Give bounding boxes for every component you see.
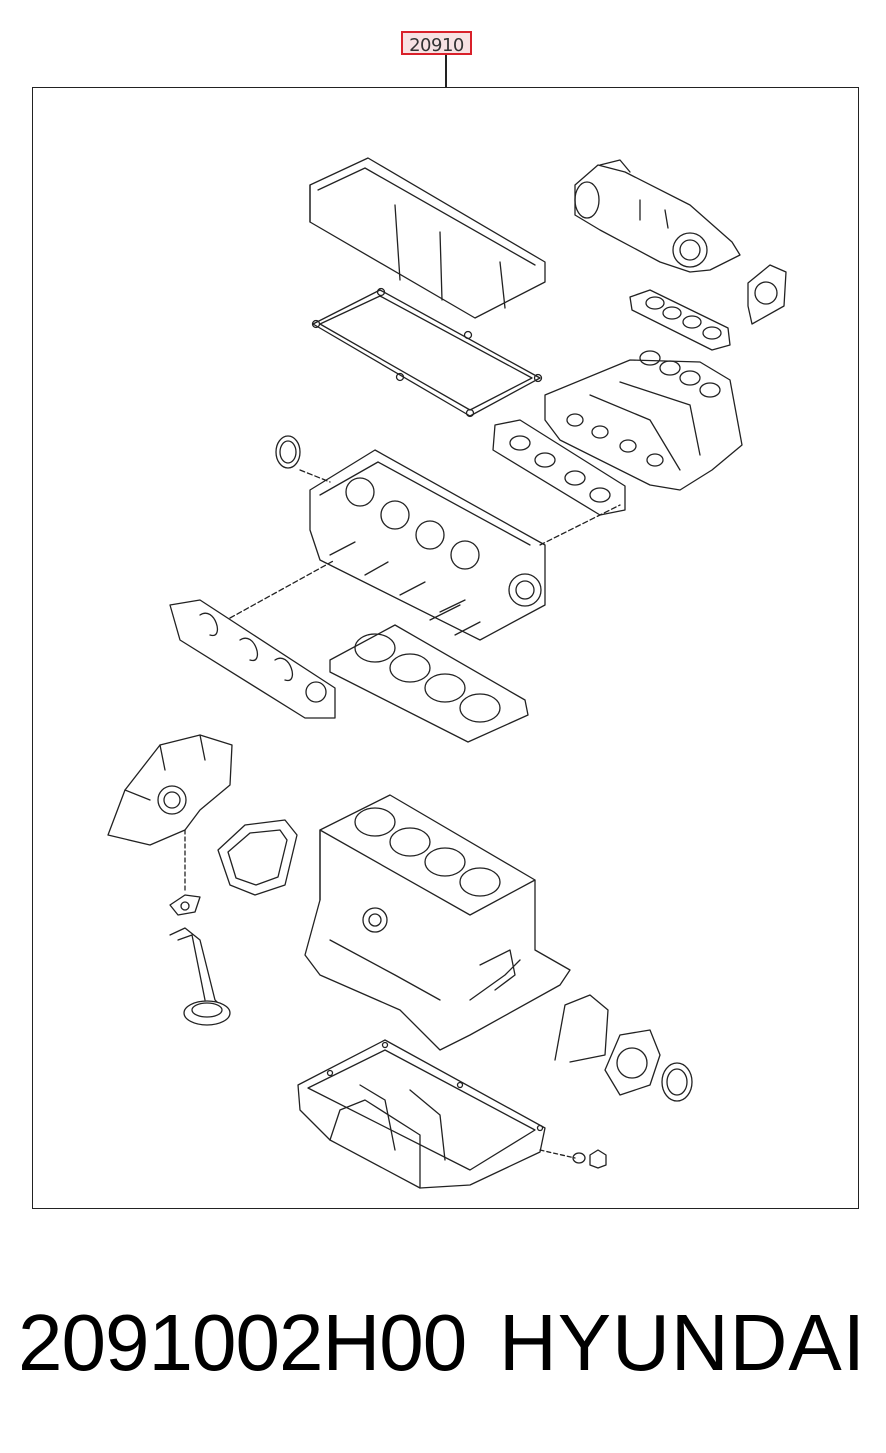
oil-pump[interactable] (107, 734, 233, 846)
plenum-gasket[interactable] (629, 289, 731, 351)
strainer-gasket[interactable] (169, 894, 201, 916)
timing-cover-gasket[interactable] (554, 994, 609, 1063)
part-number: 2091002H00 (18, 1298, 467, 1387)
leader-dash (539, 504, 621, 546)
diagram-frame (32, 87, 859, 1209)
oil-strainer[interactable] (169, 927, 231, 1026)
drain-washer[interactable] (572, 1152, 586, 1164)
rear-main-seal[interactable] (661, 1062, 693, 1102)
footer: 2091002H00 HYUNDAI (0, 1298, 886, 1388)
brand-name: HYUNDAI (498, 1298, 866, 1387)
exhaust-manifold-gasket[interactable] (169, 599, 336, 719)
oil-pump-gasket[interactable] (217, 819, 298, 896)
leader-dash (299, 469, 331, 483)
leader-dash (539, 1149, 576, 1159)
intake-manifold-gasket[interactable] (492, 419, 626, 516)
cylinder-head[interactable] (309, 449, 546, 641)
throttle-body[interactable] (574, 159, 741, 273)
throttle-gasket[interactable] (747, 264, 787, 325)
oil-pan[interactable] (297, 1039, 546, 1189)
intake-manifold[interactable] (544, 350, 743, 491)
engine-block[interactable] (304, 794, 571, 1051)
valve-cover[interactable] (309, 157, 546, 319)
head-gasket[interactable] (329, 624, 529, 743)
rear-seal-housing[interactable] (604, 1029, 661, 1096)
valve-cover-gasket[interactable] (311, 287, 543, 418)
camshaft-seal[interactable] (275, 435, 301, 469)
drain-plug[interactable] (589, 1149, 607, 1169)
part-callout-label: 20910 (409, 35, 464, 56)
callout-leader-line (445, 55, 447, 87)
part-callout-box[interactable]: 20910 (401, 31, 472, 56)
leader-dash (229, 559, 336, 619)
